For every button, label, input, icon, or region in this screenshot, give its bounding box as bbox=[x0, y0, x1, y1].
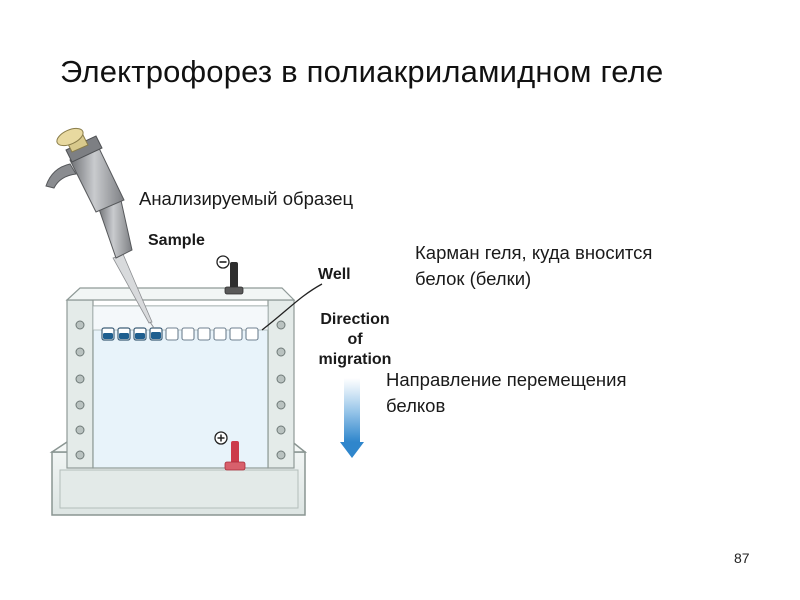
direction-label-ru-line1: Направление перемещения bbox=[386, 369, 627, 390]
gel-wells bbox=[101, 327, 259, 341]
well-empty bbox=[229, 327, 243, 341]
direction-label-ru: Направление перемещения белков bbox=[386, 367, 626, 419]
sample-label-ru: Анализируемый образец bbox=[139, 188, 354, 209]
frame-screws bbox=[75, 320, 286, 460]
down-arrow-icon bbox=[340, 378, 364, 458]
well-label-ru: Карман геля, куда вносится белок (белки) bbox=[415, 240, 652, 292]
plus-electrode-icon bbox=[214, 431, 246, 471]
well-label-ru-line1: Карман геля, куда вносится bbox=[415, 242, 653, 263]
well-label-ru-line2: белок (белки) bbox=[415, 268, 532, 289]
well-empty bbox=[213, 327, 227, 341]
direction-label-en: Direction of migration bbox=[300, 310, 410, 370]
well-pointer-line bbox=[261, 283, 323, 331]
direction-label-en-line3: migration bbox=[318, 351, 392, 368]
well-filled bbox=[133, 327, 147, 341]
well-label-en: Well bbox=[318, 266, 351, 283]
well-empty bbox=[165, 327, 179, 341]
well-filled bbox=[101, 327, 115, 341]
well-empty bbox=[181, 327, 195, 341]
page-number: 87 bbox=[734, 550, 750, 566]
gel-frame bbox=[65, 287, 296, 469]
direction-label-en-line2: of bbox=[347, 331, 363, 348]
sample-label-en: Sample bbox=[148, 232, 205, 249]
well-filled bbox=[117, 327, 131, 341]
minus-electrode-icon bbox=[216, 255, 244, 295]
well-empty bbox=[245, 327, 259, 341]
direction-label-ru-line2: белков bbox=[386, 395, 446, 416]
slide-title: Электрофорез в полиакриламидном геле bbox=[60, 54, 664, 89]
well-empty bbox=[197, 327, 211, 341]
micropipette-icon bbox=[45, 127, 155, 329]
direction-label-en-line1: Direction bbox=[320, 311, 390, 328]
well-filled bbox=[149, 327, 163, 341]
